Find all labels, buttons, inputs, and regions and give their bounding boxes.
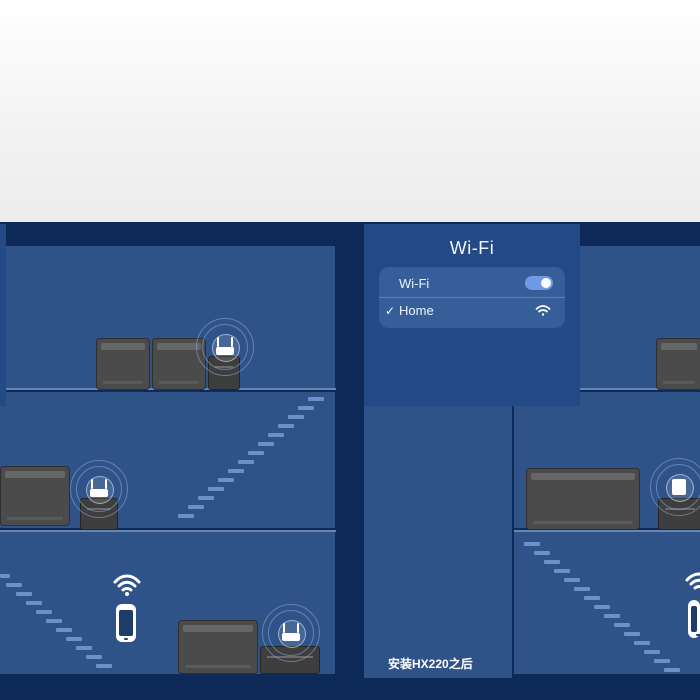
router-icon [196, 318, 254, 376]
router-antenna [217, 337, 219, 347]
stair-step [524, 542, 540, 546]
stair-step [56, 628, 72, 632]
signal-ring [262, 604, 320, 662]
router-antenna [231, 337, 233, 347]
stair-step [278, 424, 294, 428]
caption-text: 安装HX220之后 [388, 657, 473, 671]
stair-step [584, 596, 600, 600]
stair-step [298, 406, 314, 410]
stair-step [238, 460, 254, 464]
wifi-icon [535, 305, 551, 316]
router-body [216, 347, 234, 355]
router-icon [650, 458, 700, 516]
stair-step [564, 578, 580, 582]
router-body [672, 479, 686, 495]
wifi-toggle-label: Wi-Fi [399, 276, 430, 291]
stair-step [604, 614, 620, 618]
stair-step [36, 610, 52, 614]
stair-step [248, 451, 264, 455]
network-name-label[interactable]: Home [399, 303, 434, 318]
stair-step [6, 583, 22, 587]
stair-step [544, 560, 560, 564]
left-partial-panel [0, 224, 6, 406]
floor-line-right-1 [580, 388, 700, 390]
stair-step [634, 641, 650, 645]
router-antenna [297, 623, 299, 633]
stair-step [86, 655, 102, 659]
stair-step [208, 487, 224, 491]
stair-step [624, 632, 640, 636]
wifi-panel-title: Wi-Fi [449, 238, 495, 258]
check-icon: ✓ [385, 304, 396, 318]
armchair-partial [656, 338, 700, 390]
router-antenna [91, 479, 93, 489]
stair-step [614, 623, 630, 627]
stair-step [664, 668, 680, 672]
stair-step [228, 469, 244, 473]
stair-step [554, 569, 570, 573]
wifi-toggle[interactable] [525, 276, 553, 290]
phone-icon [688, 600, 700, 638]
router-body [282, 633, 300, 641]
signal-ring [70, 460, 128, 518]
stair-step [0, 574, 10, 578]
armchair [178, 620, 258, 674]
room-right-panel-bg [364, 406, 512, 678]
stair-step [16, 592, 32, 596]
stair-step [66, 637, 82, 641]
stair-step [258, 442, 274, 446]
router-icon [262, 604, 320, 662]
stair-step [76, 646, 92, 650]
router-antenna [283, 623, 285, 633]
stair-step [534, 551, 550, 555]
signal-ring [650, 458, 700, 516]
signal-ring [656, 464, 700, 510]
sofa [526, 468, 640, 530]
stair-step [308, 397, 324, 401]
router-icon [70, 460, 128, 518]
wifi-settings-card: Wi-Fi ✓ Home [379, 267, 565, 328]
wifi-icon [685, 572, 700, 590]
phone-icon [116, 604, 136, 642]
armchair [96, 338, 150, 390]
stair-step [26, 601, 42, 605]
divider [379, 297, 565, 298]
stair-step [574, 587, 590, 591]
stair-step [644, 650, 660, 654]
sofa [0, 466, 70, 526]
stair-step [654, 659, 670, 663]
room-right-bottom [514, 532, 700, 674]
router-body [90, 489, 108, 497]
stair-step [198, 496, 214, 500]
stair-step [46, 619, 62, 623]
signal-ring [268, 610, 314, 656]
stair-step [96, 664, 112, 668]
signal-ring [196, 318, 254, 376]
stair-step [188, 505, 204, 509]
wifi-settings-panel: Wi-Fi Wi-Fi ✓ Home [364, 224, 580, 406]
stair-step [288, 415, 304, 419]
signal-ring [76, 466, 122, 512]
stair-step [268, 433, 284, 437]
stair-step [178, 514, 194, 518]
stair-step [594, 605, 610, 609]
floor-line-right-2 [514, 530, 700, 532]
floor-line-left-2 [0, 530, 336, 532]
wifi-icon [113, 574, 141, 596]
router-antenna [105, 479, 107, 489]
stair-step [218, 478, 234, 482]
signal-ring [202, 324, 248, 370]
ceiling-background [0, 0, 700, 224]
